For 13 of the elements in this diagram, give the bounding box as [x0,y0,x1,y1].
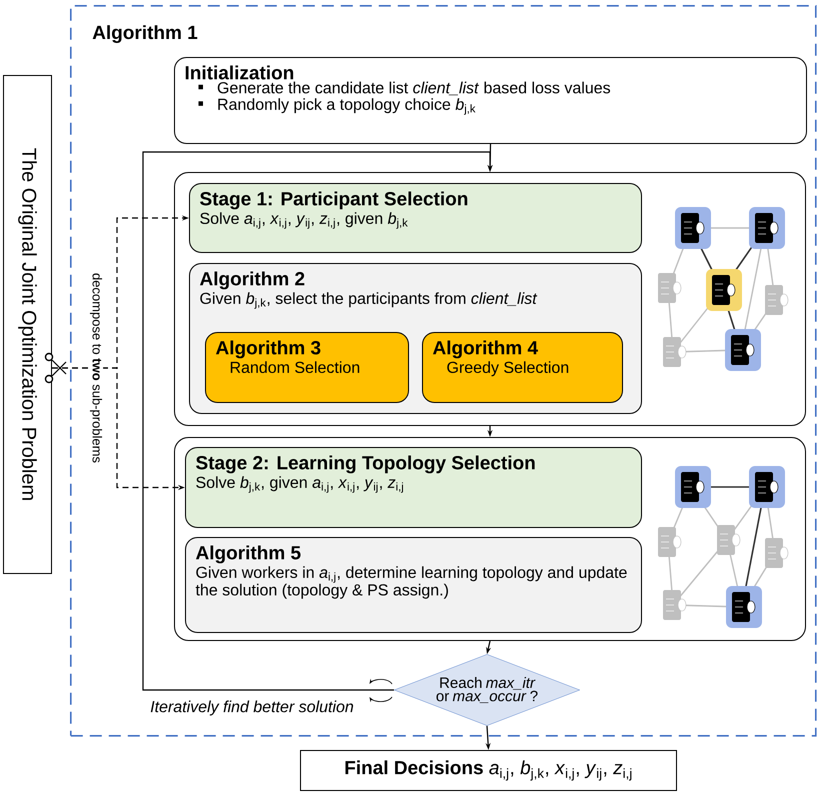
process-box: Algorithm 4 Greedy Selection [422,332,623,403]
process-box: Algorithm 5 Given workers in a$_{i,j}$, determine learning topology and update the solution (topology & PS assign.) [185,537,642,633]
stage-panel [174,172,806,426]
arrow [142,151,493,691]
process-box: Algorithm 3 Random Selection [205,332,409,403]
edge-label: Iteratively find better solution [150,700,354,716]
process-box: Stage 1: Participant Selection Solve a$_{i,j}$, x$_{i,j}$, y$_{ij}$, z$_{i,j}$, given b$_{j,k}$ [189,183,642,253]
problem-box: The Original Joint Optimization Problem [3,75,52,574]
edge-label: decompose to two sub-problems [88,272,104,464]
process-box: Initialization Generate the candidate list client_list based loss values Randomly pick a topology choice b$_{j,k}$ [174,57,807,144]
stage-panel [174,437,806,641]
result-box: Final Decisions a$_{i,j}$, b$_{j,k}$, x$_{i,j}$, y$_{ij}$, z$_{i,j}$ [300,750,677,791]
process-box: Stage 2: Learning Topology Selection Solve b$_{j,k}$, given a$_{i,j}$, x$_{i,j}$, y$_{ij}$, z$_{i,j}$ [185,447,642,528]
